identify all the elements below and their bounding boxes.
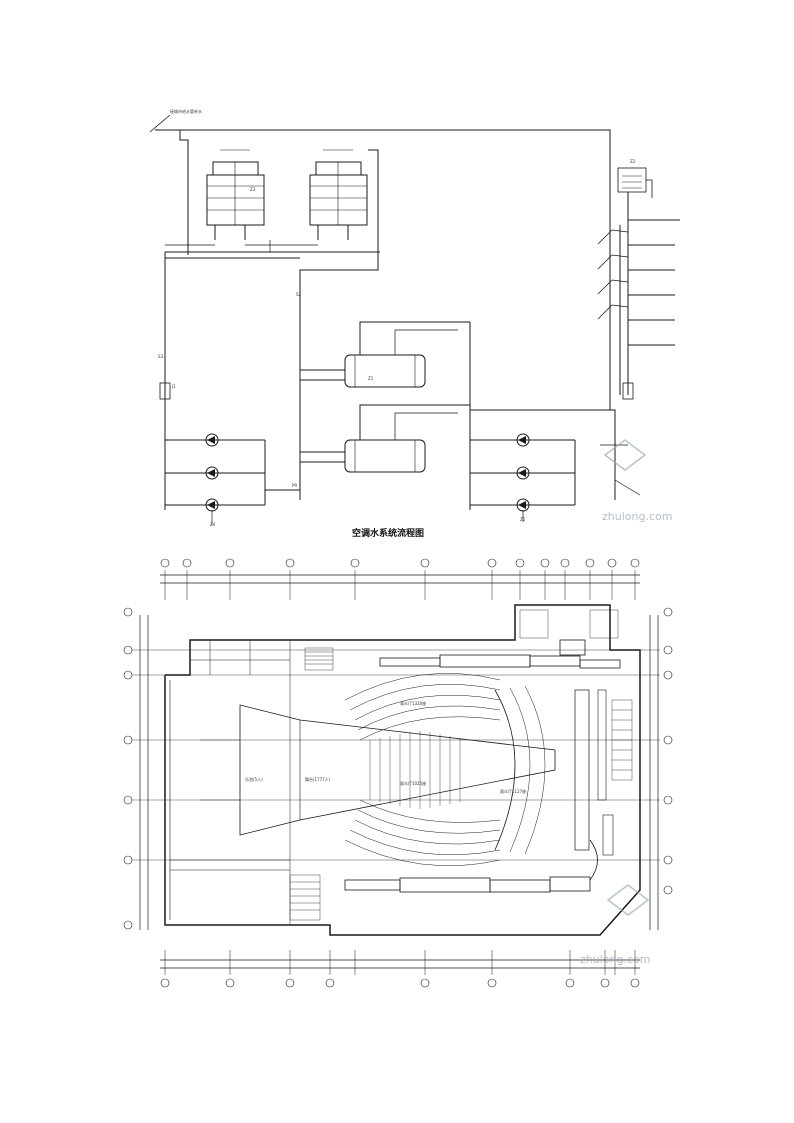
chiller-2: [300, 404, 470, 473]
stair-top-left: [304, 647, 334, 671]
watermark-logo: [603, 439, 650, 916]
area-audience-1: 观众厅1320座: [400, 701, 427, 706]
stair-top-right: [519, 609, 619, 639]
water-system-schematic: [149, 114, 680, 525]
air-duct-bottom: [344, 839, 598, 893]
schematic-title: 空调水系统流程图: [352, 529, 425, 539]
tag-z1: Z1: [368, 376, 374, 381]
right-pump-group: [470, 433, 576, 522]
tag-p9: P9: [292, 483, 297, 488]
watermark-text-bottom: zhulong.com: [580, 953, 651, 966]
auditorium-seating: [344, 673, 501, 867]
chiller-1: [300, 321, 470, 388]
top-grid-axis: [164, 570, 636, 600]
tag-z2: Z2: [630, 159, 636, 164]
top-note-label: 接城市给水管补水: [170, 109, 202, 114]
tag-z5: Z5: [520, 517, 526, 522]
cooling-tower-2: [309, 149, 368, 240]
watermark-text-top: zhulong.com: [602, 510, 673, 523]
tag-z4: Z4: [210, 522, 216, 527]
air-duct-top: [379, 639, 621, 669]
tag-z3: Z3: [250, 187, 256, 192]
bottom-grid-axis: [164, 950, 636, 975]
area-pit: 乐池(5人): [245, 777, 263, 782]
tag-j1: J1: [172, 384, 176, 389]
area-audience-2: 观众厅1025座: [400, 781, 427, 786]
tag-s2: S2: [296, 292, 302, 297]
left-pump-group: [165, 433, 300, 525]
stair-right: [611, 699, 633, 781]
tag-s3: S3: [158, 354, 164, 359]
area-audience-3: 观众厅1127座: [500, 789, 527, 794]
cooling-tower-1: [206, 149, 265, 240]
floor-plan: [123, 558, 673, 988]
stair-bottom-left: [289, 874, 321, 921]
area-stage: 舞台(1777人): [305, 777, 331, 782]
